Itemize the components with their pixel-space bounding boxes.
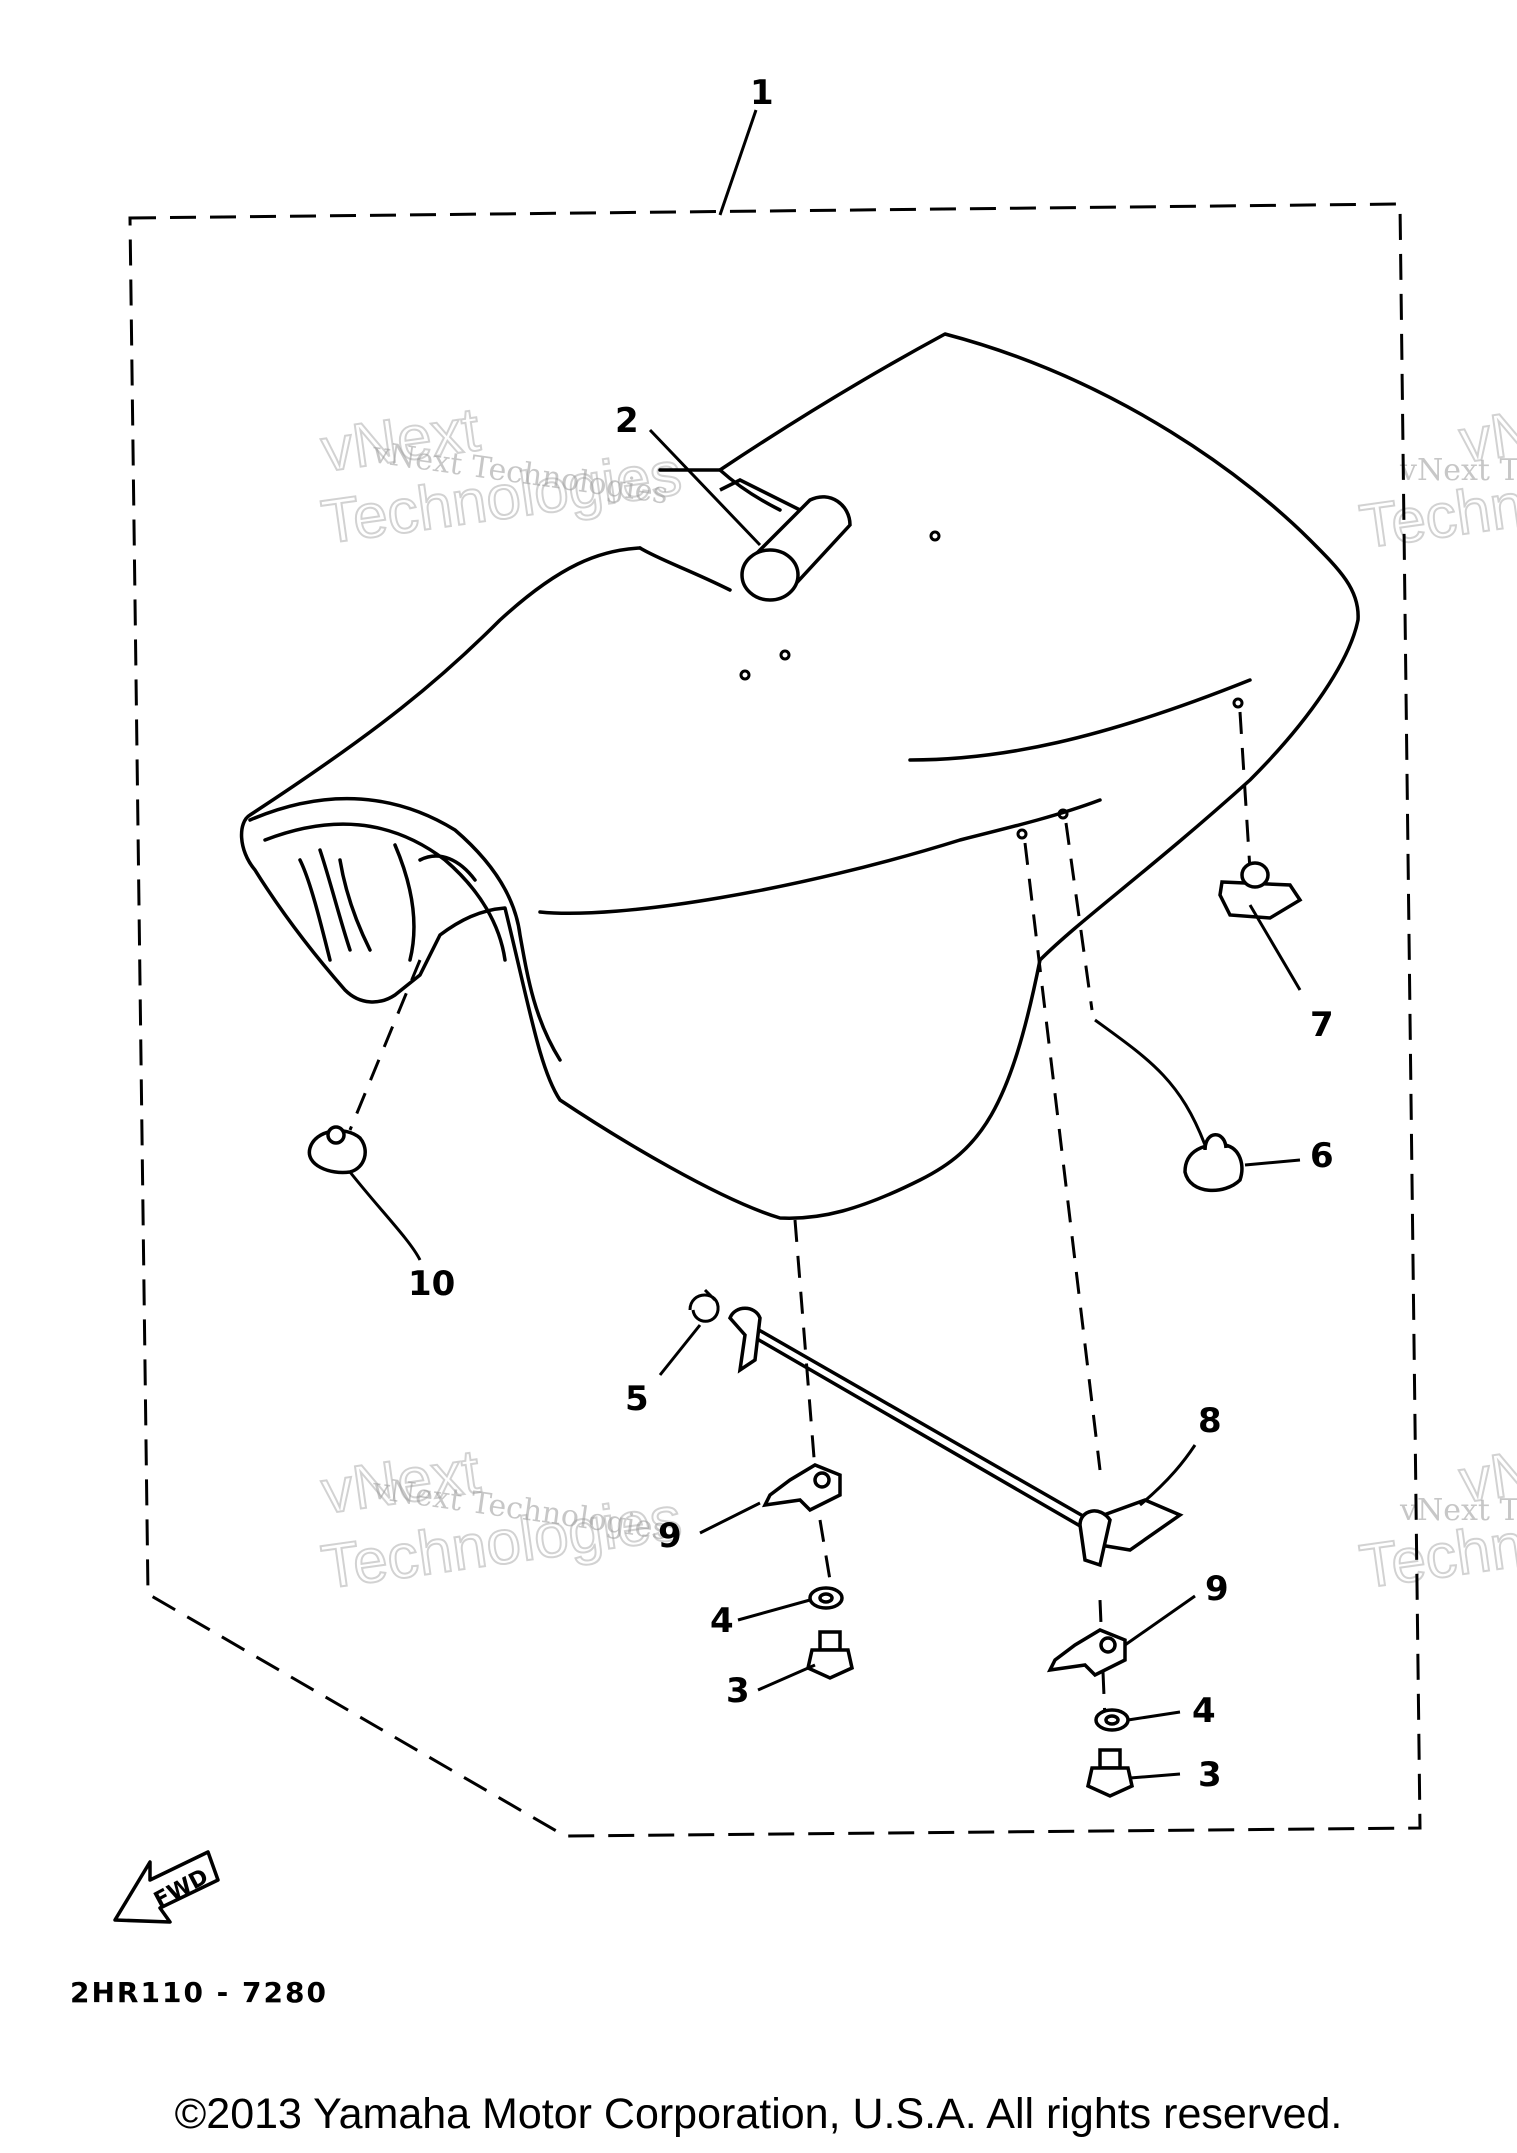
callout-3-right: 3	[1198, 1755, 1222, 1795]
callout-leaders	[348, 109, 1302, 1780]
seat	[239, 332, 1360, 1220]
watermark-big-right-4: Techn	[1356, 1511, 1517, 1602]
callout-7: 7	[1310, 1005, 1334, 1045]
watermark-big-right-3: vN	[1455, 1438, 1517, 1517]
part-7-clip	[1218, 861, 1303, 920]
callout-6: 6	[1310, 1136, 1334, 1176]
callout-8: 8	[1198, 1401, 1222, 1441]
callout-9-left: 9	[658, 1516, 682, 1556]
watermark-big-right-2: Techn	[1356, 471, 1517, 562]
part-8-lock-rod	[727, 1306, 1184, 1568]
part-code: 2HR110 - 7280	[70, 1976, 328, 2009]
callout-5: 5	[625, 1379, 649, 1419]
part-9-bracket-left	[761, 1463, 842, 1513]
callout-2: 2	[615, 401, 639, 441]
fwd-arrow-icon: FWD	[113, 1850, 220, 1924]
watermark-big-right-1: vN	[1455, 398, 1517, 477]
assembly-lines	[348, 711, 1252, 1721]
callouts: 1 2 3 3 4 4 5 6 7 8 9 9 10	[408, 73, 1334, 1795]
part-10-damper	[307, 1125, 367, 1175]
callout-9-right: 9	[1205, 1569, 1229, 1609]
part-3-bolts	[805, 1630, 1135, 1798]
watermark-small-right-1: vNext T	[1399, 453, 1517, 488]
callout-10: 10	[408, 1264, 455, 1304]
callout-4-left: 4	[710, 1601, 734, 1641]
part-6-damper	[1183, 1133, 1244, 1193]
watermark-bottom: vNext Technologies vNext Technologies vN…	[316, 1436, 1517, 1603]
callout-1: 1	[750, 73, 774, 113]
callout-4-right: 4	[1192, 1691, 1216, 1731]
part-9-bracket-right	[1046, 1628, 1127, 1678]
callout-3-left: 3	[726, 1671, 750, 1711]
seat-holes	[739, 530, 1244, 840]
copyright-notice: ©2013 Yamaha Motor Corporation, U.S.A. A…	[174, 2090, 1343, 2138]
watermark-top: vNext Technologies vNext Technologies vN…	[316, 394, 1517, 563]
assembly-boundary	[128, 202, 1422, 1838]
part-2-bushing	[719, 478, 852, 602]
watermark-small-right-2: vNext T	[1399, 1493, 1517, 1528]
part-5-spring	[688, 1288, 720, 1323]
